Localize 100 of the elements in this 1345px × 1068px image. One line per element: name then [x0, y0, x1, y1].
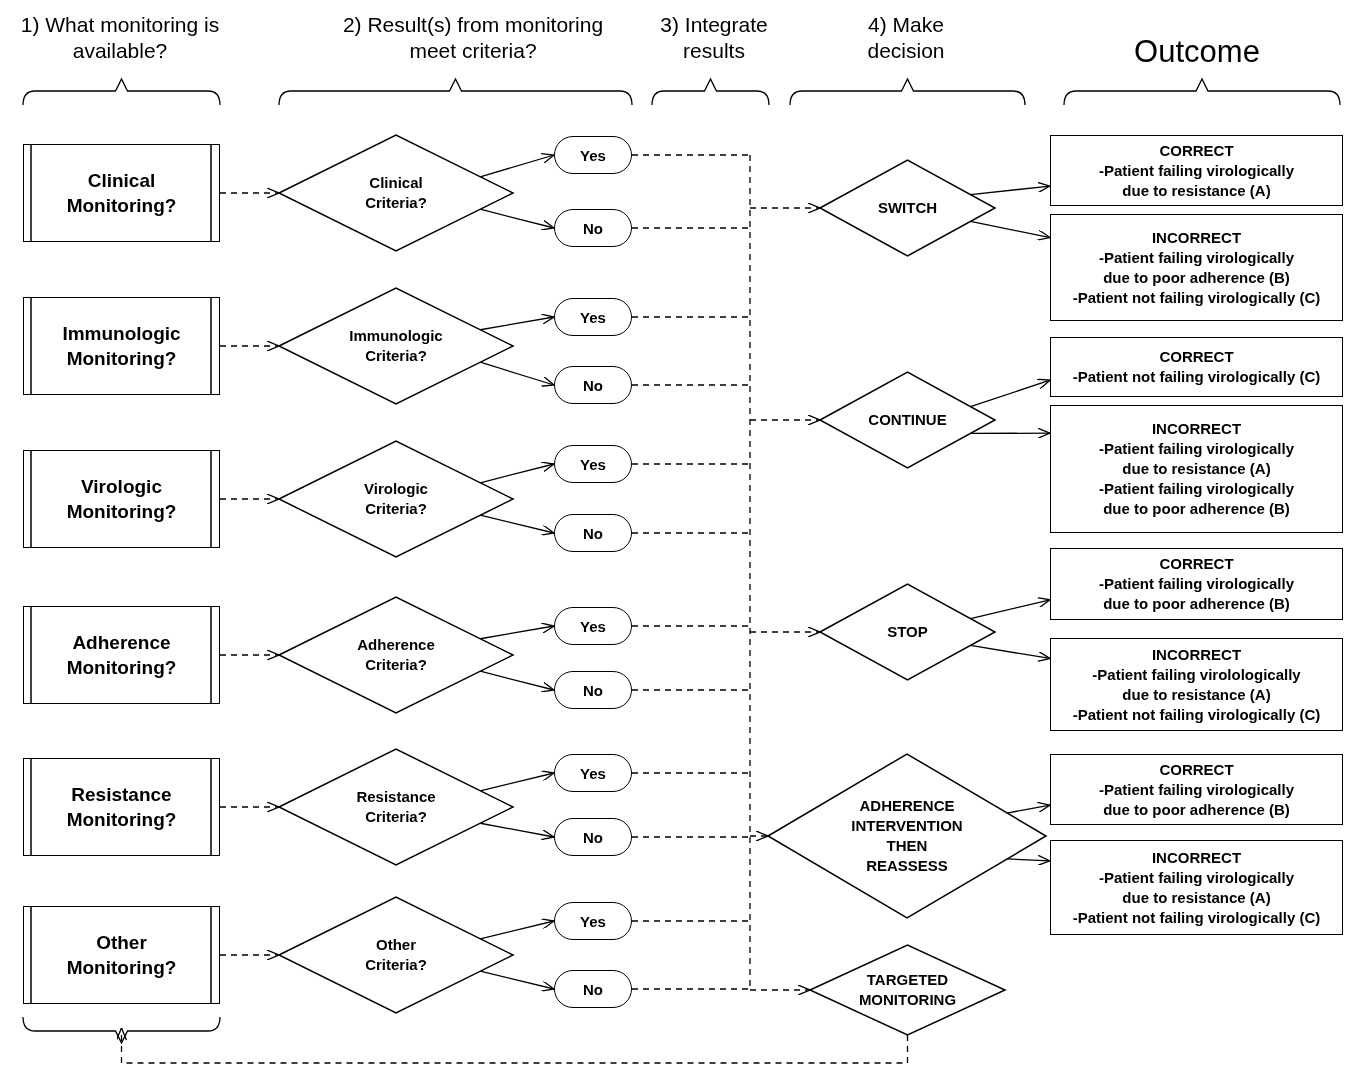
outcome-heading: INCORRECT — [1151, 419, 1242, 439]
answer-label: No — [583, 524, 603, 542]
connector-arrow — [1006, 854, 1051, 866]
outcome-text: -Patient failing virologically due to poor adherence (B) — [1097, 479, 1295, 519]
connector-line — [631, 988, 751, 990]
connector-arrow — [219, 949, 280, 961]
diamond-label: TARGETED MONITORING — [857, 970, 958, 1010]
outcome-box — [1050, 840, 1343, 935]
connector-line — [631, 920, 751, 922]
connector-arrow — [479, 622, 555, 640]
answer-pill — [554, 298, 632, 336]
outcome-heading: INCORRECT — [1151, 227, 1242, 248]
outcome-box — [1050, 214, 1343, 321]
connector-arrow — [479, 822, 555, 841]
outcome-box — [1050, 337, 1343, 397]
connector-arrow — [479, 152, 555, 178]
answer-pill — [554, 970, 632, 1008]
column-heading: 2) Result(s) from monitoring meet criteria? — [341, 12, 605, 64]
connector-line — [631, 227, 751, 229]
answer-label: Yes — [580, 912, 606, 930]
answer-label: Yes — [580, 308, 606, 326]
diamond-label: Other Criteria? — [364, 935, 428, 975]
box-label: Immunologic Monitoring? — [61, 322, 182, 371]
connector-arrow — [749, 202, 821, 214]
outcome-box — [1050, 548, 1343, 620]
connector-arrow — [219, 187, 280, 199]
diamond-label: Immunologic Criteria? — [348, 326, 444, 366]
diamond-label: ADHERENCE INTERVENTION THEN REASSESS — [850, 796, 964, 876]
answer-label: Yes — [580, 764, 606, 782]
outcome-heading: INCORRECT — [1151, 644, 1242, 665]
answer-pill — [554, 671, 632, 709]
connector-arrow — [749, 626, 821, 638]
outcome-heading: CORRECT — [1159, 554, 1234, 574]
decision-diamond — [279, 135, 513, 251]
answer-label: No — [583, 828, 603, 846]
diamond-label: STOP — [887, 622, 928, 642]
process-box — [23, 606, 220, 704]
connector-arrow — [219, 801, 280, 813]
process-box — [23, 144, 220, 242]
box-label: Resistance Monitoring? — [65, 783, 178, 832]
outcome-text: -Patient failing virologically due to poor adherence (B) — [1097, 574, 1295, 614]
connector-line — [631, 836, 751, 838]
connector-arrow — [219, 340, 280, 352]
connector-arrow — [115, 1027, 909, 1064]
connector-arrow — [1006, 801, 1051, 814]
box-label: Clinical Monitoring? — [65, 169, 178, 218]
outcome-text: -Patient failing virologically due to resistance (A) — [1097, 439, 1295, 479]
outcome-text: -Patient failing virologically due to poor adherence (B) — [1097, 247, 1295, 288]
connector-line — [631, 316, 751, 318]
connector-line — [631, 689, 751, 691]
outcome-heading: CORRECT — [1159, 759, 1234, 780]
outcome-box — [1050, 638, 1343, 731]
decision-diamond — [810, 945, 1005, 1035]
diamond-label: SWITCH — [877, 198, 938, 218]
column-heading: 3) Integrate results — [659, 12, 769, 64]
connector-line — [631, 463, 751, 465]
diamond-label: Resistance Criteria? — [355, 787, 437, 827]
outcome-heading: CORRECT — [1159, 140, 1234, 161]
answer-label: Yes — [580, 617, 606, 635]
outcome-box — [1050, 405, 1343, 533]
connector-arrow — [749, 830, 769, 842]
decision-diamond — [279, 897, 513, 1013]
decision-diamond — [279, 749, 513, 865]
answer-pill — [554, 136, 632, 174]
decision-diamond — [279, 441, 513, 557]
connector-arrow — [479, 514, 555, 536]
connector-arrow — [479, 970, 555, 992]
answer-pill — [554, 902, 632, 940]
answer-pill — [554, 754, 632, 792]
outcome-heading: CORRECT — [1159, 347, 1234, 367]
process-box — [23, 906, 220, 1004]
connector-arrow — [749, 414, 821, 426]
answer-label: No — [583, 219, 603, 237]
decision-diamond — [279, 288, 513, 404]
connector-arrow — [479, 770, 555, 792]
process-box — [23, 758, 220, 856]
answer-pill — [554, 514, 632, 552]
outcome-box — [1050, 135, 1343, 206]
answer-label: Yes — [580, 146, 606, 164]
decision-diamond — [820, 160, 995, 256]
diamond-label: Virologic Criteria? — [363, 479, 429, 519]
connector-arrow — [479, 461, 555, 484]
connector-arrow — [479, 918, 555, 940]
outcome-text: -Patient not failing virologically (C) — [1072, 704, 1321, 725]
outcome-text: -Patient failing virolologically due to resistance (A) — [1091, 664, 1302, 705]
answer-pill — [554, 366, 632, 404]
connector-line — [631, 384, 751, 386]
decision-diamond — [820, 372, 995, 468]
box-label: Virologic Monitoring? — [65, 475, 178, 524]
decision-diamond — [279, 597, 513, 713]
diamond-label: Adherence Criteria? — [356, 635, 436, 675]
outcome-text: -Patient failing virologically due to poor adherence (B) — [1097, 779, 1295, 820]
connector-arrow — [219, 649, 280, 661]
outcome-text: -Patient not failing virologically (C) — [1072, 367, 1321, 387]
outcome-text: -Patient failing virologically due to resistance (A) — [1097, 867, 1295, 908]
column-heading: 1) What monitoring is available? — [19, 12, 221, 64]
connector-line — [631, 532, 751, 534]
connector-arrow — [479, 208, 555, 231]
column-heading: Outcome — [1133, 34, 1261, 70]
connector-arrow — [479, 313, 555, 331]
